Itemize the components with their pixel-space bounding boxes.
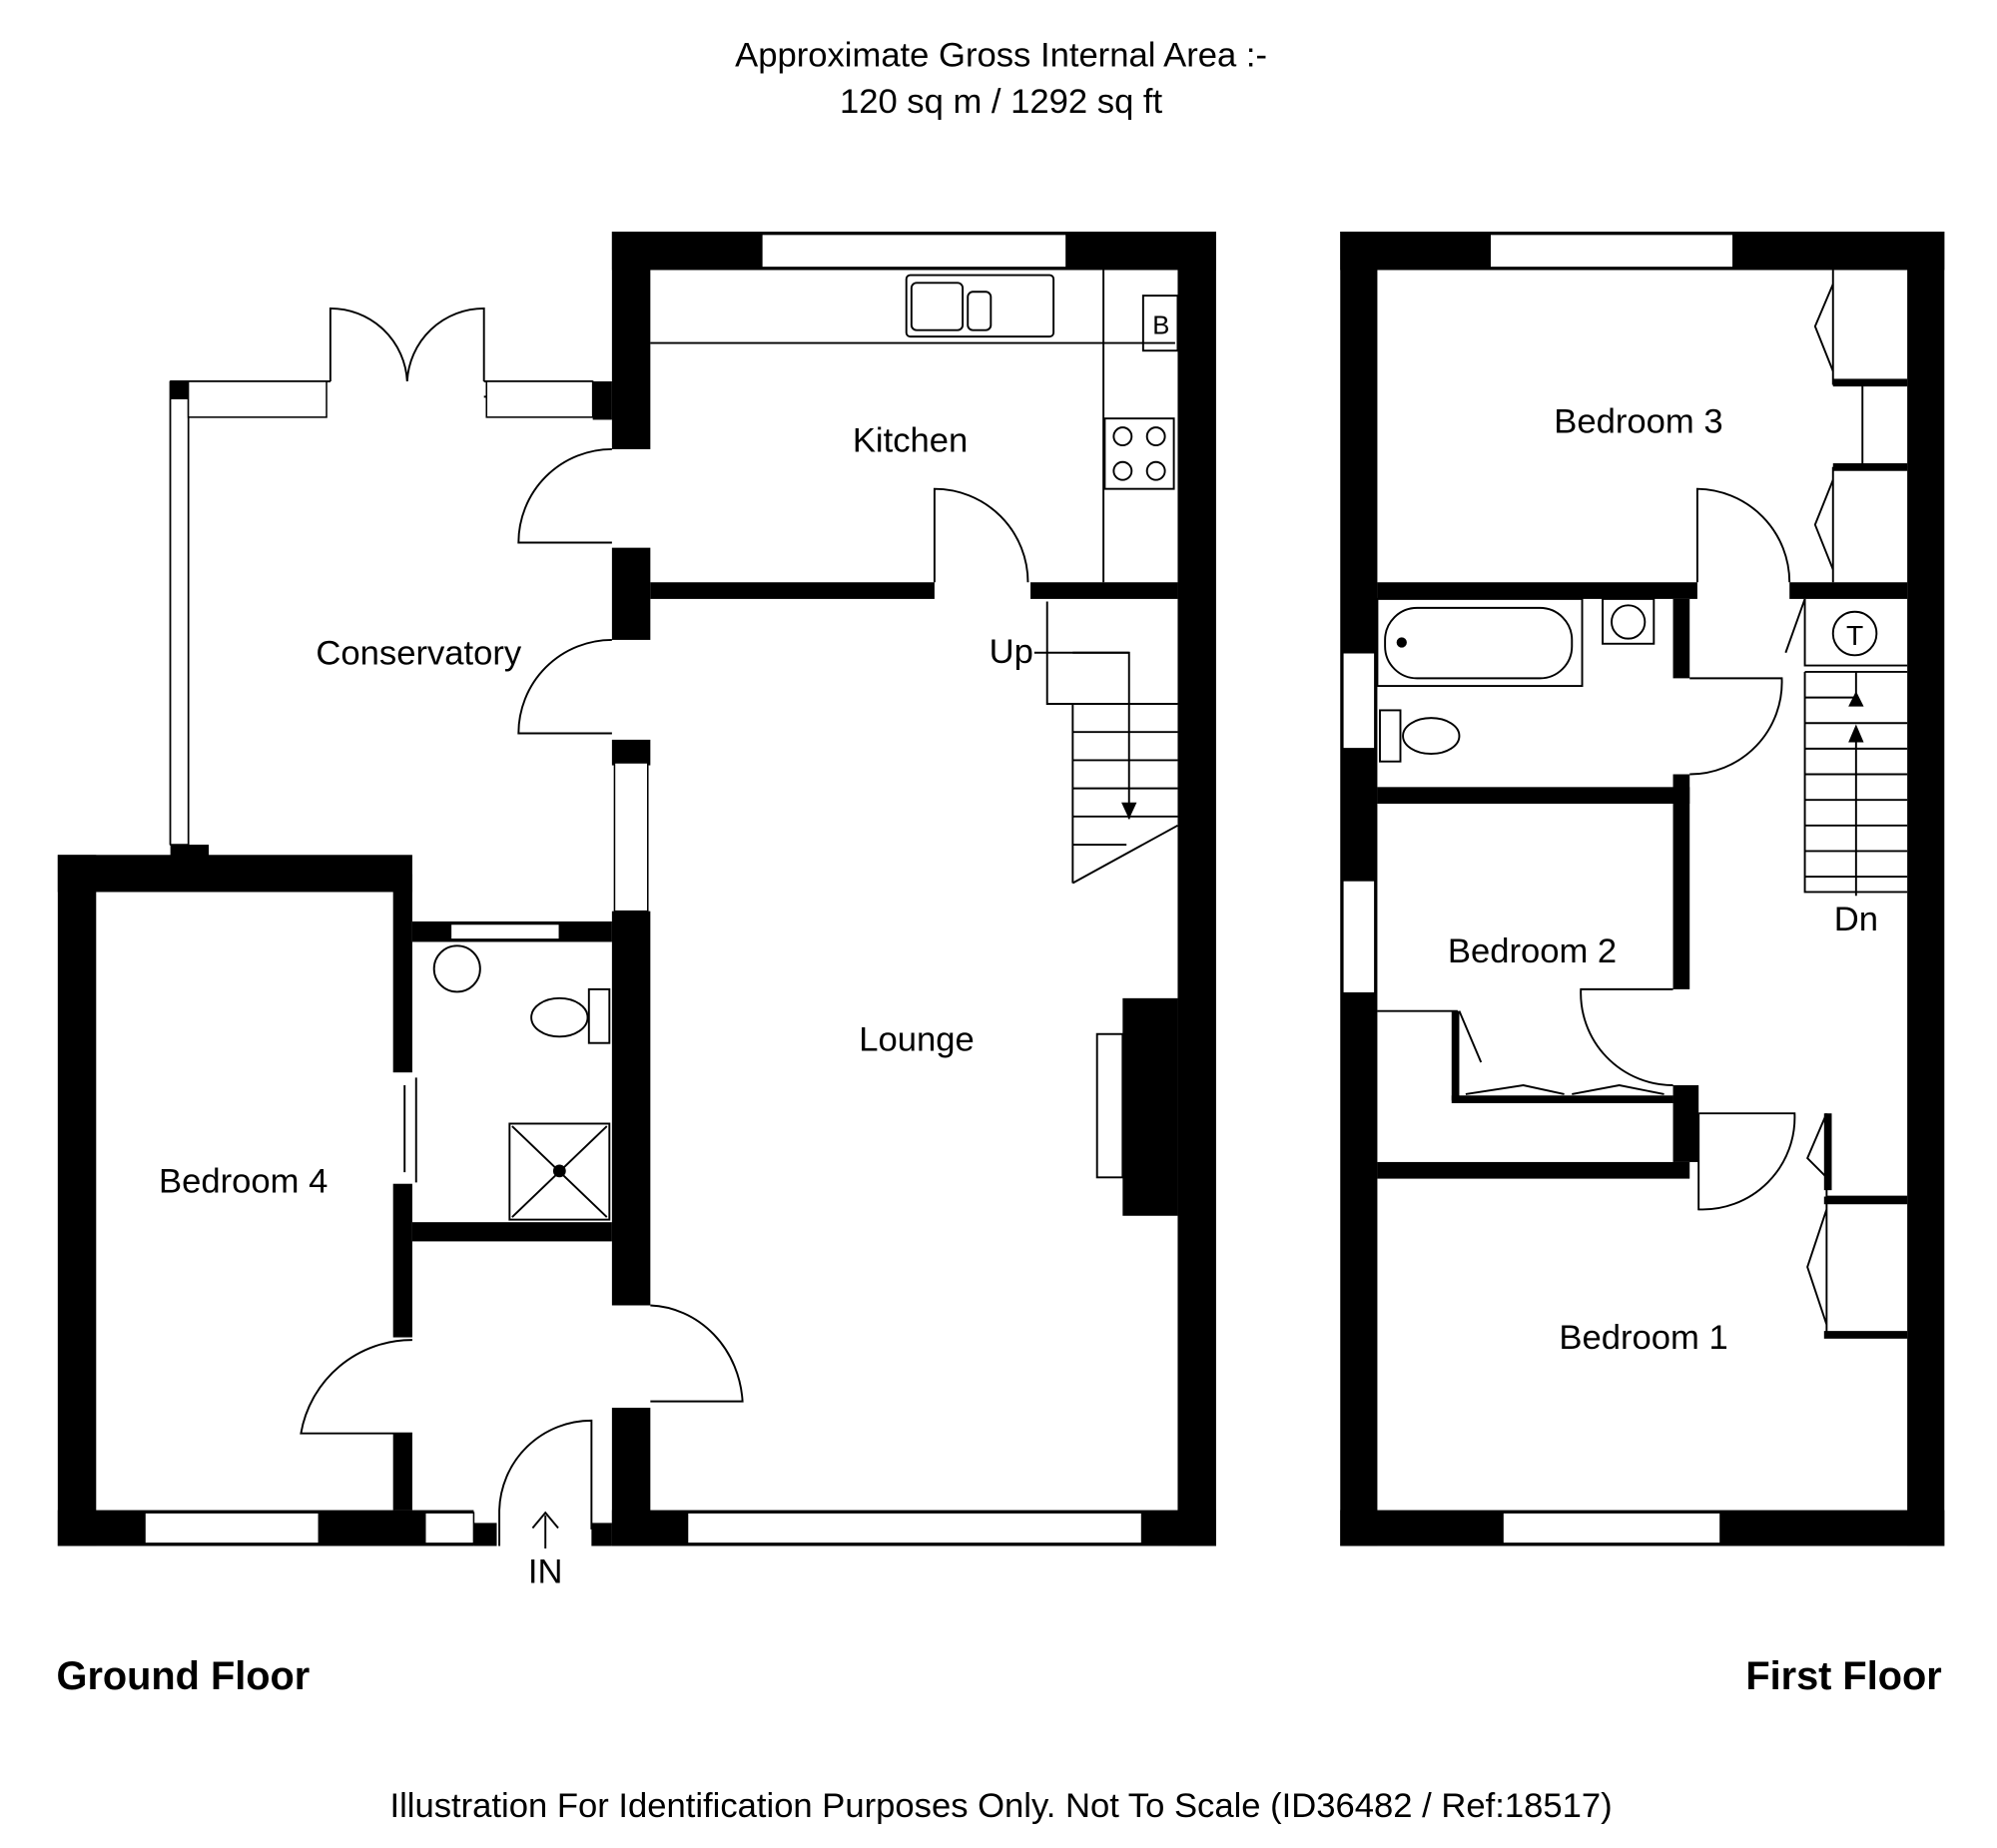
room-label-bedroom-1: Bedroom 1 — [1559, 1319, 1727, 1357]
wardrobe — [1831, 270, 1908, 583]
tank-label: T — [1846, 619, 1863, 651]
boiler-label: B — [1152, 312, 1169, 340]
ground-floor-label: Ground Floor — [57, 1654, 311, 1698]
ground-floor-plan: B Up — [57, 232, 1216, 1591]
kitchen-worktop — [650, 270, 1175, 583]
door — [517, 447, 612, 544]
window — [1502, 1512, 1721, 1544]
entrance-label: IN — [528, 1553, 563, 1591]
window — [449, 923, 561, 940]
wardrobe — [1805, 1112, 1908, 1339]
stairs-up-label: Up — [990, 633, 1033, 671]
wall — [611, 911, 651, 1306]
sink-icon — [905, 274, 1055, 338]
window — [144, 1512, 321, 1544]
hearth — [1095, 1032, 1124, 1179]
chimney-breast — [1122, 997, 1178, 1216]
basin-icon — [1602, 597, 1656, 645]
door — [1695, 487, 1791, 583]
disclaimer: Illustration For Identification Purposes… — [389, 1787, 1612, 1825]
tank-icon — [1831, 610, 1878, 657]
first-floor-label: First Floor — [1745, 1654, 1941, 1698]
door — [933, 487, 1029, 583]
window — [1342, 880, 1376, 994]
room-label-kitchen: Kitchen — [853, 421, 968, 459]
toilet-icon — [530, 996, 589, 1038]
area-title: Approximate Gross Internal Area :- — [735, 37, 1267, 75]
wall — [1177, 232, 1216, 1546]
hob-icon — [1103, 417, 1175, 490]
wall — [611, 547, 651, 640]
door — [1697, 1112, 1796, 1211]
basin-icon — [432, 944, 481, 993]
room-label-bedroom-2: Bedroom 2 — [1448, 932, 1617, 970]
room-label-bedroom-4: Bedroom 4 — [159, 1163, 328, 1201]
door — [1580, 987, 1673, 1086]
bath-icon — [1376, 597, 1584, 688]
front-door — [498, 1419, 593, 1546]
wall — [611, 739, 651, 766]
sliding-door — [403, 1077, 417, 1183]
door — [300, 1339, 412, 1435]
window — [1342, 651, 1376, 750]
door — [650, 1304, 744, 1403]
window — [761, 233, 1067, 269]
wall — [650, 582, 935, 599]
room-label-lounge: Lounge — [859, 1020, 975, 1058]
wall — [1030, 582, 1178, 599]
window — [1489, 233, 1734, 269]
toilet-icon — [1402, 717, 1461, 755]
window — [485, 380, 594, 418]
wall — [611, 1408, 651, 1546]
stairs-down-label: Dn — [1834, 901, 1878, 938]
window — [169, 380, 190, 846]
door — [1689, 677, 1783, 776]
entrance-arrow-icon — [531, 1511, 559, 1549]
window — [686, 1512, 1143, 1544]
window — [613, 762, 649, 913]
window — [187, 380, 328, 418]
french-doors — [329, 307, 485, 382]
conservatory-frame — [169, 380, 593, 846]
wall — [611, 232, 651, 449]
area-value: 120 sq m / 1292 sq ft — [840, 83, 1163, 121]
room-label-conservatory: Conservatory — [316, 634, 522, 672]
shower-icon — [508, 1122, 611, 1221]
boiler-icon — [1141, 295, 1179, 352]
room-label-bedroom-3: Bedroom 3 — [1554, 402, 1722, 440]
window — [423, 1512, 475, 1544]
stairs — [1803, 671, 1908, 897]
stairs — [1033, 601, 1178, 885]
first-floor-plan: T Dn Bedroom 3 Bedroom 2 Bedroom 1 — [1340, 232, 1945, 1546]
door — [517, 638, 612, 735]
